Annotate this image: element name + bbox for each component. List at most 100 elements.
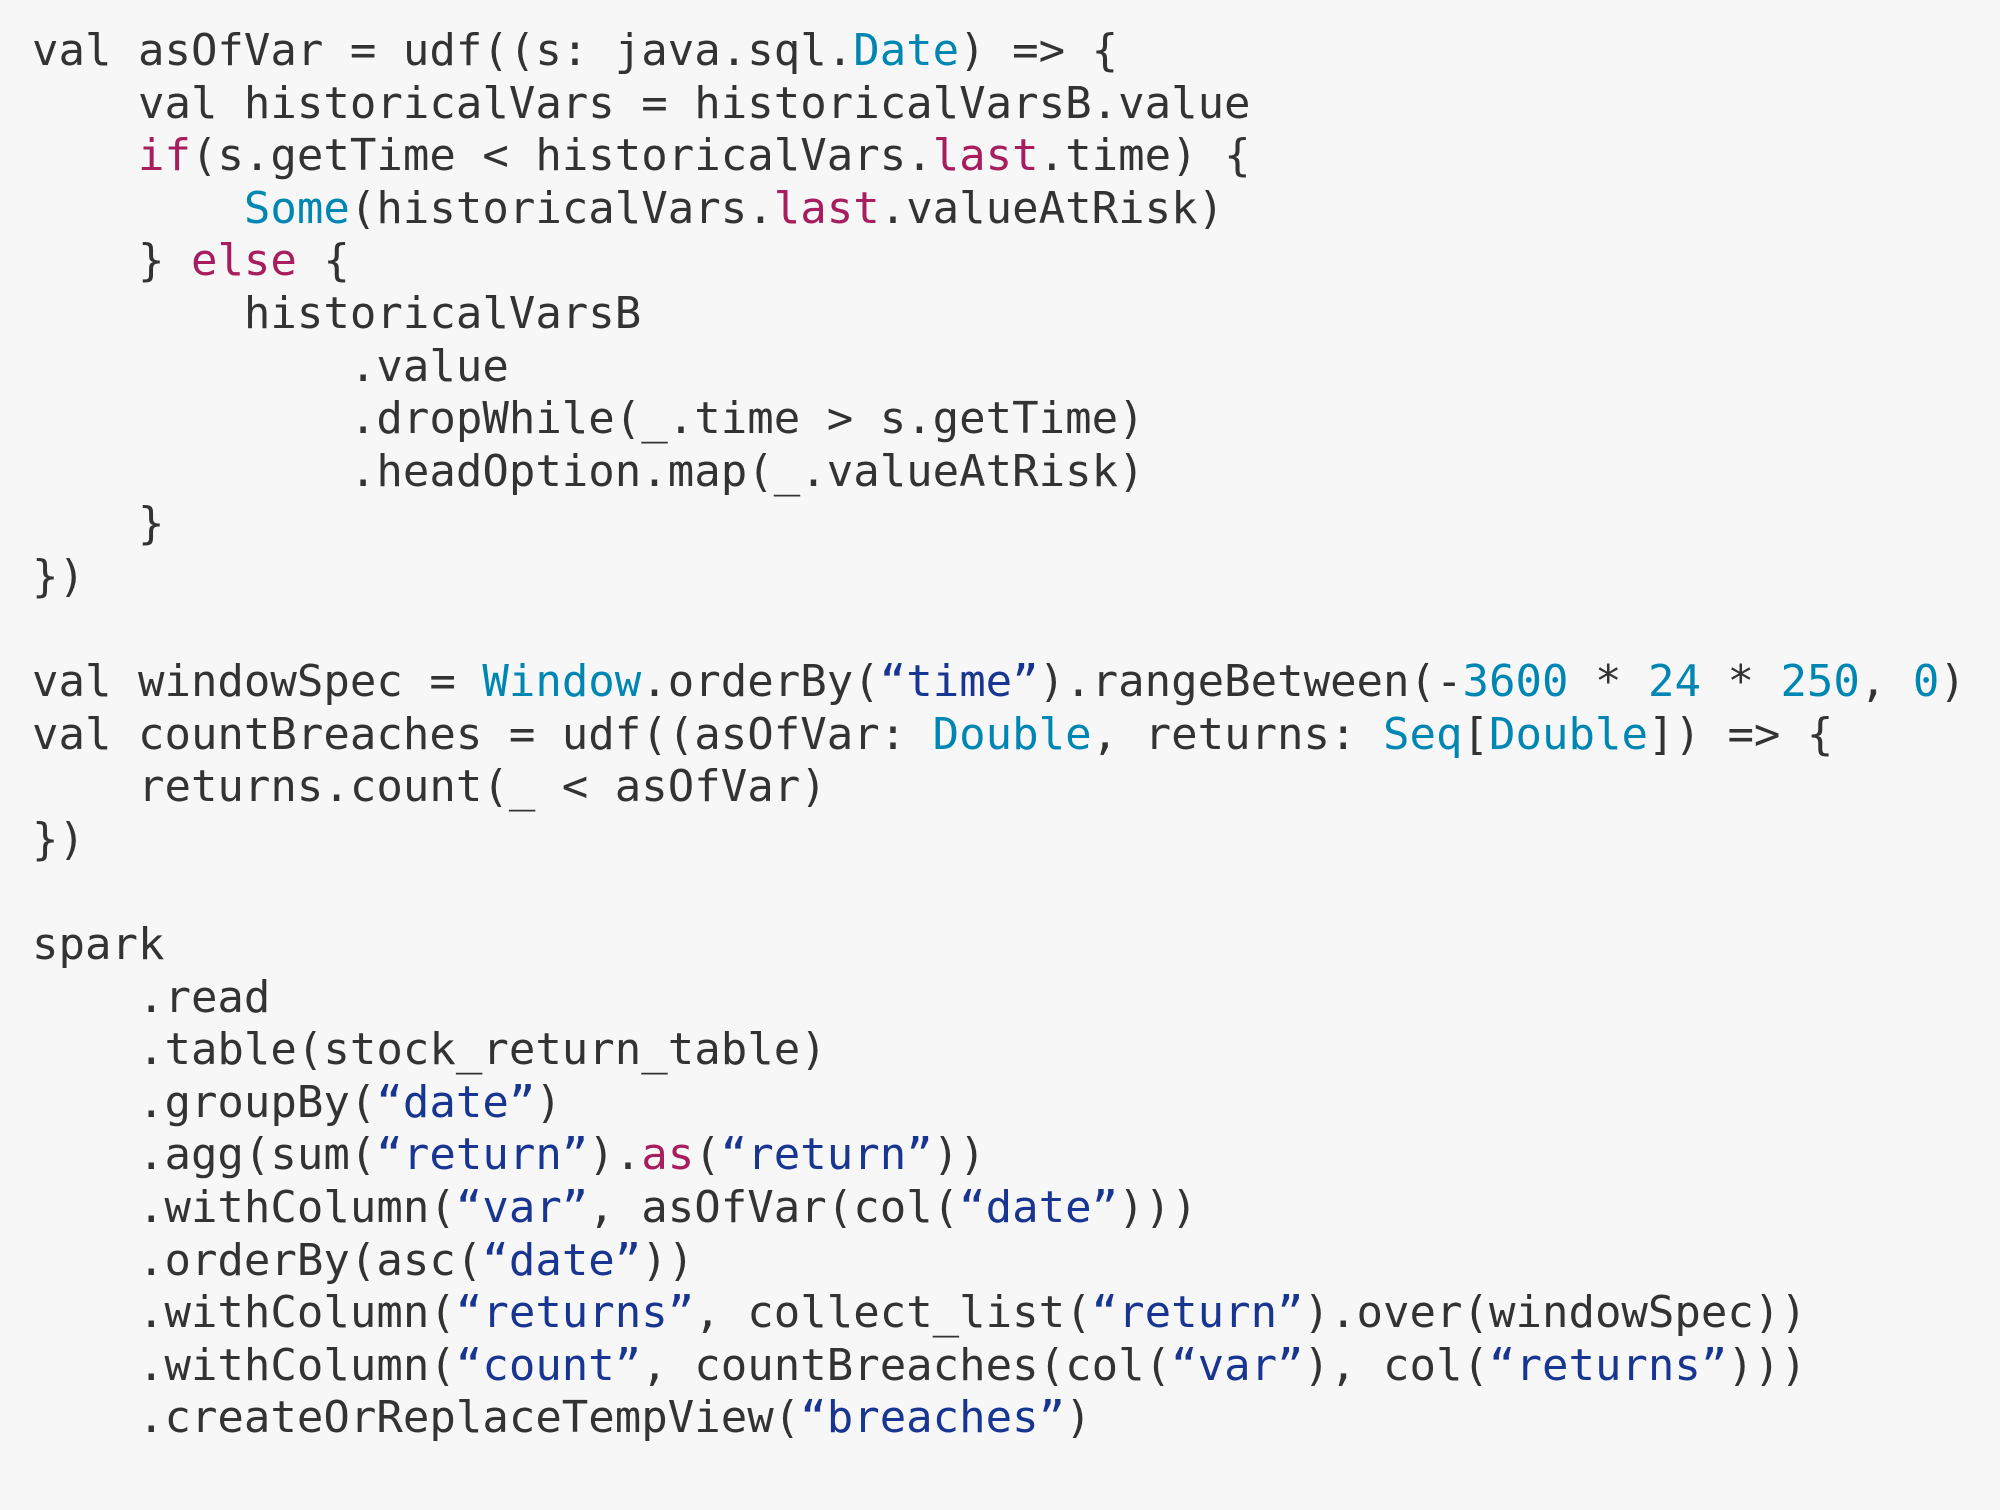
string-literal: “var” (455, 1182, 589, 1234)
code-text: val windowSpec = (32, 656, 483, 708)
string-literal: “return” (376, 1129, 589, 1181)
number-literal: 3600 (1462, 656, 1569, 708)
string-literal: “returns” (455, 1287, 695, 1339)
code-text: ).over(windowSpec)) (1303, 1287, 1807, 1339)
code-line: returns.count(_ < asOfVar) (32, 761, 2000, 814)
code-text: * (1700, 656, 1781, 708)
code-text: .valueAtRisk) (879, 182, 1225, 234)
code-text: .time) { (1038, 130, 1251, 182)
code-line: val historicalVars = historicalVarsB.val… (32, 78, 2000, 131)
code-text: .withColumn( (32, 1339, 456, 1391)
code-line: .read (32, 972, 2000, 1025)
code-line: .groupBy(“date”) (32, 1077, 2000, 1130)
code-text: .orderBy(asc( (32, 1234, 483, 1286)
code-text: val historicalVars = historicalVarsB.val… (32, 77, 1251, 129)
code-line: .dropWhile(_.time > s.getTime) (32, 393, 2000, 446)
code-text: ( (694, 1129, 721, 1181)
code-line: spark (32, 919, 2000, 972)
code-line: val countBreaches = udf((asOfVar: Double… (32, 709, 2000, 762)
code-line: } else { (32, 235, 2000, 288)
code-text: , returns: (1091, 708, 1384, 760)
code-text: val asOfVar = udf((s: java.sql. (32, 25, 854, 76)
code-line: .value (32, 341, 2000, 394)
code-text: returns.count(_ < asOfVar) (32, 761, 827, 813)
code-text: ). (588, 1129, 642, 1181)
code-text: }) (32, 550, 85, 602)
keyword-token: if (137, 130, 191, 182)
type-token: Window (482, 656, 642, 708)
keyword-token: else (190, 235, 297, 287)
code-line: .headOption.map(_.valueAtRisk) (32, 446, 2000, 499)
keyword-token: as (641, 1129, 695, 1181)
code-text: (historicalVars. (349, 182, 774, 234)
type-token: Double (1489, 708, 1648, 760)
keyword-token: last (932, 130, 1039, 182)
code-line: .table(stock_return_table) (32, 1024, 2000, 1077)
code-text: ) (1939, 656, 1966, 708)
code-text: .table(stock_return_table) (32, 1024, 827, 1076)
string-literal: “var” (1171, 1339, 1304, 1391)
code-text: ), col( (1303, 1339, 1489, 1391)
code-text: , collect_list( (694, 1287, 1092, 1339)
code-text: historicalVarsB (32, 287, 642, 339)
string-literal: “date” (959, 1182, 1119, 1234)
type-token: Double (932, 708, 1092, 760)
code-text: { (296, 235, 350, 287)
code-text: ) (1065, 1392, 1092, 1444)
code-line: .orderBy(asc(“date”)) (32, 1235, 2000, 1288)
code-text: .value (32, 340, 509, 392)
code-text: ).rangeBetween(- (1038, 656, 1463, 708)
code-line: .withColumn(“count”, countBreaches(col(“… (32, 1340, 2000, 1393)
code-text: .agg(sum( (32, 1129, 377, 1181)
code-line: } (32, 498, 2000, 551)
string-literal: “returns” (1488, 1339, 1728, 1391)
code-text: ))) (1727, 1339, 1807, 1391)
code-text: .read (32, 971, 271, 1023)
code-text: .withColumn( (32, 1182, 456, 1234)
string-literal: “breaches” (800, 1392, 1066, 1444)
code-text (32, 130, 138, 181)
code-line (32, 604, 2000, 657)
number-literal: 0 (1912, 656, 1940, 708)
code-text: .dropWhile(_.time > s.getTime) (32, 393, 1145, 445)
code-text: .groupBy( (32, 1076, 377, 1128)
code-text: } (32, 235, 191, 287)
code-line: historicalVarsB (32, 288, 2000, 341)
code-line: .withColumn(“returns”, collect_list(“ret… (32, 1287, 2000, 1340)
code-line: }) (32, 814, 2000, 867)
string-literal: “date” (482, 1234, 642, 1286)
code-line: .withColumn(“var”, asOfVar(col(“date”))) (32, 1182, 2000, 1235)
code-text: * (1568, 656, 1648, 708)
code-text: (s.getTime < historicalVars. (190, 130, 933, 182)
code-text: ]) => { (1647, 708, 1834, 760)
code-text: ) (535, 1076, 562, 1128)
string-literal: “return” (1091, 1287, 1304, 1339)
string-literal: “count” (455, 1339, 642, 1391)
code-text: , asOfVar(col( (588, 1182, 960, 1234)
code-line: val windowSpec = Window.orderBy(“time”).… (32, 656, 2000, 709)
string-literal: “date” (376, 1076, 536, 1128)
code-text: )) (641, 1234, 695, 1286)
code-text: } (32, 498, 165, 550)
number-literal: 24 (1647, 656, 1701, 708)
code-line: Some(historicalVars.last.valueAtRisk) (32, 183, 2000, 236)
keyword-token: last (773, 182, 880, 234)
code-line: }) (32, 551, 2000, 604)
string-literal: “return” (720, 1129, 933, 1181)
type-token: Seq (1383, 708, 1463, 760)
code-text: .createOrReplaceTempView( (32, 1392, 801, 1444)
string-literal: “time” (879, 656, 1039, 708)
code-text: , countBreaches(col( (641, 1339, 1172, 1391)
code-line (32, 867, 2000, 920)
code-text: )) (932, 1129, 986, 1181)
code-line: val asOfVar = udf((s: java.sql.Date) => … (32, 25, 2000, 78)
code-line: if(s.getTime < historicalVars.last.time)… (32, 130, 2000, 183)
type-token: Some (243, 182, 350, 234)
code-text: val countBreaches = udf((asOfVar: (32, 708, 933, 760)
code-text: }) (32, 813, 85, 865)
code-text: .withColumn( (32, 1287, 456, 1339)
code-text: .orderBy( (641, 656, 880, 708)
code-line: .createOrReplaceTempView(“breaches”) (32, 1392, 2000, 1445)
code-text: spark (32, 919, 165, 971)
